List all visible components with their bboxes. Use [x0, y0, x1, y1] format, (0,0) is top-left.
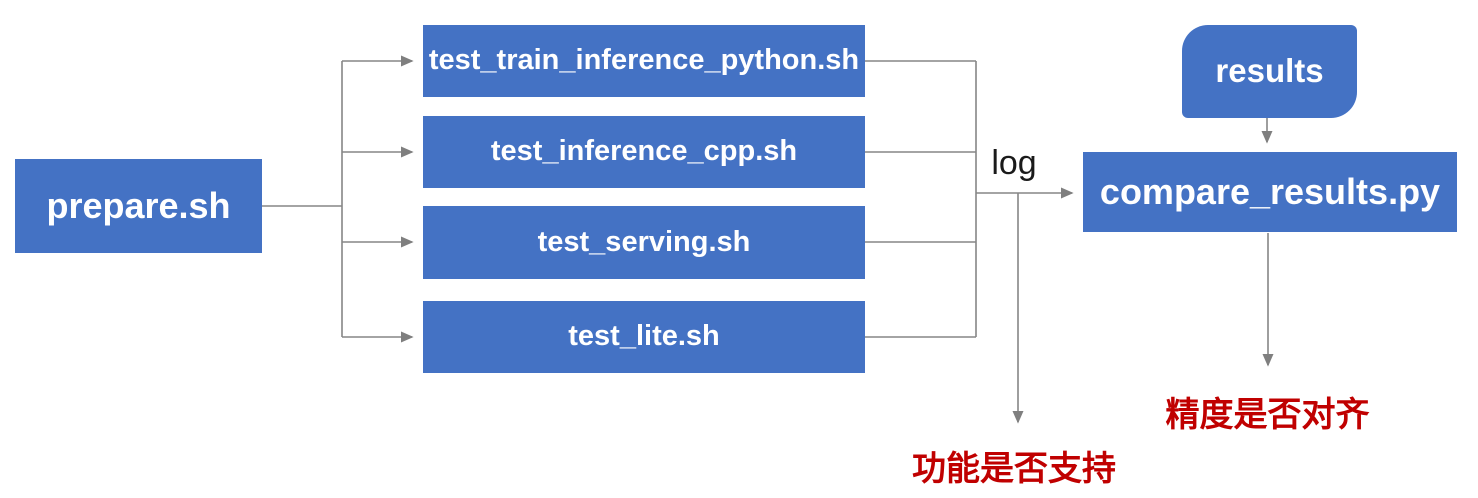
node-compare-results-py: compare_results.py	[1083, 152, 1457, 232]
node-test-lite-sh: test_lite.sh	[423, 301, 865, 373]
node-test-train-inference-python-sh: test_train_inference_python.sh	[423, 25, 865, 97]
annotation-precision-aligned: 精度是否对齐	[1165, 396, 1370, 434]
node-test-inference-cpp-sh: test_inference_cpp.sh	[423, 116, 865, 188]
edge-label-log: log	[991, 144, 1037, 182]
annotation-function-support: 功能是否支持	[912, 450, 1116, 488]
node-test-serving-sh: test_serving.sh	[423, 206, 865, 279]
node-prepare-sh: prepare.sh	[15, 159, 262, 253]
node-results: results	[1182, 25, 1357, 118]
